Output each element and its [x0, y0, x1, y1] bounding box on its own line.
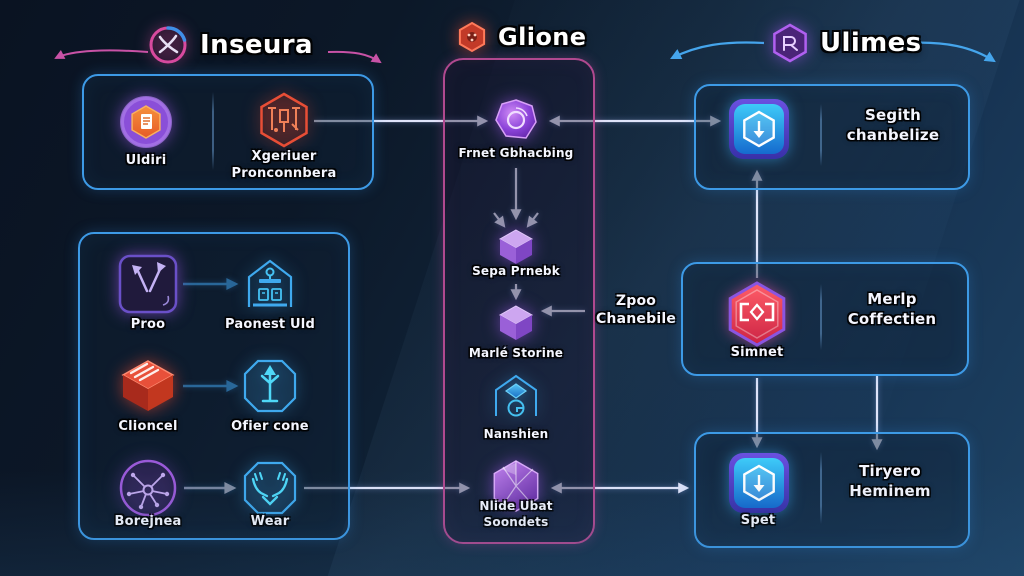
paonest-uld-label: Paonest Uld: [225, 317, 315, 332]
purple-cube-icon: [495, 225, 537, 267]
spet-label: Spet: [740, 513, 776, 528]
clioncel-label: Clioncel: [118, 419, 178, 434]
xgeriuer-label: Xgeriuer Pronconnbera: [231, 149, 337, 182]
right-box-segith-divider: [820, 104, 822, 166]
frnet-label: Frnet Gbhacbing: [458, 146, 574, 160]
zpoo-chanebile-note: Zpoo Chanebile: [595, 293, 677, 328]
tiryero-text: Tiryero Heminem: [849, 462, 931, 500]
nanshien-label: Nanshien: [483, 427, 549, 441]
ofier-cone-label: Ofier cone: [231, 419, 309, 434]
marle-label: Marlé Storine: [468, 346, 564, 360]
rune-hexagon-icon: [254, 90, 314, 150]
merlp-text: Merlp Coffectien: [847, 290, 937, 328]
segith-text: Segith chanbelize: [846, 106, 940, 144]
network-circle-icon: [117, 457, 179, 519]
purple-cube-icon-2: [495, 301, 537, 343]
branch-arrow-octagon-icon: [239, 355, 301, 417]
header-inseura-label: Inseura: [200, 30, 313, 60]
right-box-spet-divider: [820, 452, 822, 524]
red-3d-box-icon: [117, 355, 179, 417]
left-top-box-divider: [212, 92, 214, 170]
header-ulimes-label: Ulimes: [820, 28, 922, 58]
red-hexagon-dots-icon: [456, 21, 488, 53]
purple-gem-icon: [489, 459, 543, 513]
house-diamond-g-icon: [488, 370, 544, 426]
header-inseura: Inseura: [146, 23, 313, 67]
header-ulimes: Ulimes: [770, 23, 922, 63]
simnet-label: Simnet: [730, 345, 784, 360]
proo-label: Proo: [130, 317, 166, 332]
shield-download-badge-icon-2: [726, 450, 792, 516]
wear-label: Wear: [250, 514, 290, 529]
document-hexagon-orb-icon: [116, 92, 176, 152]
borejnea-label: Borejnea: [114, 514, 182, 529]
hands-octagon-icon: [239, 457, 301, 519]
v-arrows-square-icon: [117, 253, 179, 315]
nlide-label: Nlide Ubat Soondets: [479, 499, 553, 529]
header-glione: Glione: [456, 21, 586, 53]
house-figures-icon: [239, 253, 301, 315]
purple-blob-ring-icon: [492, 96, 540, 144]
sepa-label: Sepa Prnebk: [472, 264, 560, 278]
right-box-simnet-divider: [820, 284, 822, 350]
header-glione-label: Glione: [498, 23, 587, 51]
purple-hexagon-rune-icon: [770, 23, 810, 63]
uldiri-label: Uldiri: [125, 153, 167, 168]
red-hexagon-frame-icon: [722, 279, 792, 349]
shield-download-badge-icon: [726, 96, 792, 162]
circle-x-icon: [146, 23, 190, 67]
